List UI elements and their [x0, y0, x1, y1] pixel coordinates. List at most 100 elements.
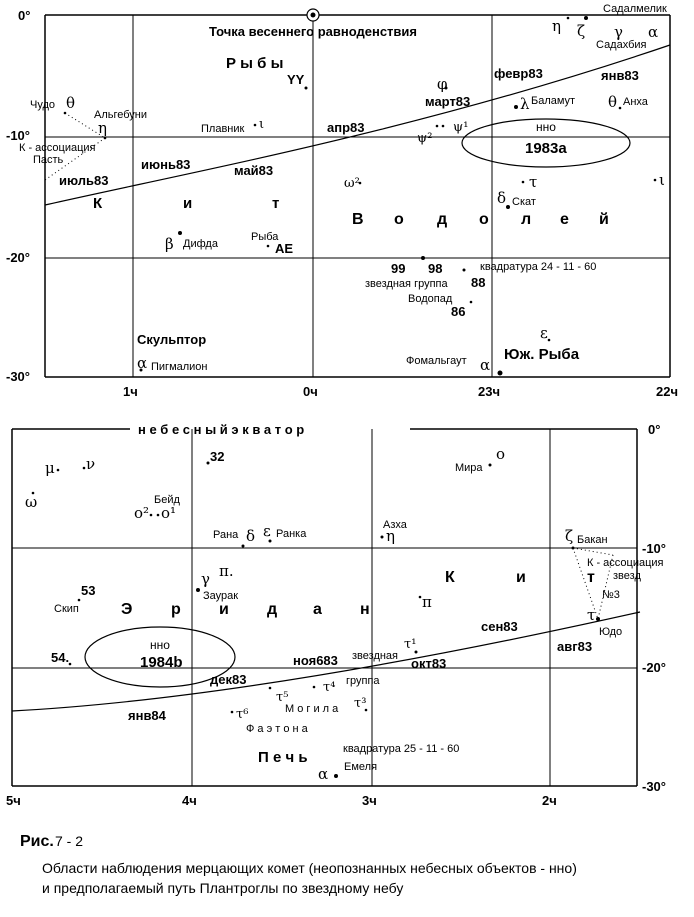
- figure-number: 7 - 2: [55, 833, 83, 849]
- top-quadrature-label: квадратура 24 - 11 - 60: [480, 261, 596, 273]
- tau-right-label: τ: [587, 606, 595, 624]
- chudo-label: Чудо: [30, 99, 55, 111]
- alpha-bottom-label: α: [318, 765, 328, 783]
- bottom-ra-4: 4ч: [182, 793, 197, 808]
- k-association-label: К - ассоциация: [19, 142, 96, 154]
- tau-top-label: τ: [529, 173, 537, 191]
- pigmalion-label: Пигмалион: [151, 361, 208, 373]
- top-star-dots: [63, 16, 657, 376]
- emelya-label: Емеля: [344, 761, 377, 773]
- zeta-bottom-label: ζ: [565, 527, 573, 545]
- vodoley-letter-6: е: [560, 211, 569, 228]
- o2-label: o²: [134, 504, 149, 522]
- nu-label: ν: [86, 455, 95, 473]
- lambda-label: λ: [520, 95, 530, 113]
- delta-top-label: δ: [497, 189, 506, 207]
- top-deg-10: -10°: [6, 128, 30, 143]
- gamma-top-label: γ: [614, 23, 623, 41]
- alpha3-label: α: [480, 356, 490, 374]
- bottom-deg-30: -30°: [642, 779, 666, 794]
- bottom-deg-20: -20°: [642, 660, 666, 675]
- tau4-label: τ⁴: [323, 680, 335, 695]
- n53-label: 53: [81, 583, 95, 598]
- eta-bottom-label: η: [386, 527, 395, 545]
- top-ra-1: 1ч: [123, 384, 138, 399]
- vodoley-letter-1: В: [352, 211, 364, 228]
- omega2-label: ω²: [344, 176, 360, 191]
- kit-bottom-letter-3: т: [587, 569, 595, 586]
- epsilon-bottom-label: ε: [263, 522, 271, 540]
- caption-line-1: Области наблюдения мерцающих комет (неоп…: [42, 860, 577, 876]
- top-comet-ellipse: [461, 118, 631, 168]
- caption-line-2: и предполагаемый путь Плантроглы по звез…: [42, 880, 403, 896]
- ryba-label: Рыба: [251, 231, 279, 243]
- equinox-dot-icon: [310, 12, 316, 18]
- bottom-group-label: группа: [346, 675, 380, 687]
- tau1-label: τ¹: [404, 637, 416, 652]
- bottom-path-curve: [11, 611, 641, 712]
- pech-label: П е ч ь: [258, 749, 308, 766]
- algebuni-label: Альгебуни: [94, 109, 147, 121]
- kit-letter-2: и: [183, 195, 192, 212]
- tau5-label: τ⁵: [276, 690, 288, 705]
- iota2-label: ι: [659, 171, 665, 189]
- comet-1984b-label: 1984b: [140, 654, 183, 671]
- pi-bottom-label: π.: [219, 562, 234, 580]
- kit-letter-1: К: [93, 195, 103, 212]
- eridan-letter-2: р: [171, 601, 181, 618]
- dec83-label: дек83: [210, 672, 246, 687]
- fomalgaut-label: Фомальгаут: [406, 355, 467, 367]
- top-deg-0: 0°: [18, 8, 30, 23]
- kit-bottom-letter-1: К: [445, 569, 455, 586]
- past-label: Пасть: [33, 154, 64, 166]
- bottom-ra-2: 2ч: [542, 793, 557, 808]
- eridan-letter-5: а: [313, 601, 322, 618]
- bottom-ra-5: 5ч: [6, 793, 21, 808]
- tau6-label: τ⁶: [236, 707, 248, 722]
- n3-label: №3: [602, 589, 620, 601]
- faetona-label: Ф а э т о н а: [246, 723, 309, 735]
- top-ra-23: 23ч: [478, 384, 500, 399]
- bakan-label: Бакан: [577, 534, 608, 546]
- mogila-label: М о г и л а: [285, 703, 339, 715]
- epsilon-top-label: ε: [540, 324, 548, 342]
- top-k-association-lines: [44, 112, 106, 181]
- sadahbia-label: Садахбия: [596, 39, 647, 51]
- eridan-letter-6: н: [360, 601, 370, 618]
- n88-label: 88: [471, 275, 485, 290]
- bottom-star-dots: [31, 461, 600, 778]
- alpha-sculptor: α: [137, 354, 147, 372]
- vodopad-label: Водопад: [408, 293, 453, 305]
- bottom-ra-3: 3ч: [362, 793, 377, 808]
- june83-label: июнь83: [141, 157, 190, 172]
- ranka-label: Ранка: [276, 528, 307, 540]
- bottom-deg-0: 0°: [648, 422, 660, 437]
- omicron-label: o: [496, 445, 505, 463]
- bottom-comet-ellipse: [84, 626, 236, 688]
- eta-label: η: [98, 119, 107, 137]
- udo-label: Юдо: [599, 626, 622, 638]
- zvezd-label: звезд: [613, 570, 641, 582]
- n32-label: 32: [210, 449, 224, 464]
- vodoley-letter-2: о: [394, 211, 404, 228]
- theta-label: θ: [66, 94, 75, 112]
- psi1-label: ψ¹: [453, 120, 468, 135]
- beta-label: β: [165, 235, 174, 253]
- top-ra-0: 0ч: [303, 384, 318, 399]
- skat-label: Скат: [512, 196, 536, 208]
- zeta-top-label: ζ: [577, 22, 585, 40]
- rana-label: Рана: [213, 529, 239, 541]
- plavnik-label: Плавник: [201, 123, 245, 135]
- eridan-letter-3: и: [219, 601, 229, 618]
- sculptor-label: Скульптор: [137, 332, 206, 347]
- kit-bottom-letter-2: и: [516, 569, 526, 586]
- phi-label: φ: [437, 75, 448, 93]
- eta2-label: η: [552, 17, 561, 35]
- top-ra-22: 22ч: [656, 384, 678, 399]
- psa-label: Юж. Рыба: [504, 346, 580, 363]
- may83-label: май83: [234, 163, 273, 178]
- iota-label: ι: [259, 117, 264, 132]
- theta2-label: θ: [608, 93, 617, 111]
- nov83-label: ноя683: [293, 653, 338, 668]
